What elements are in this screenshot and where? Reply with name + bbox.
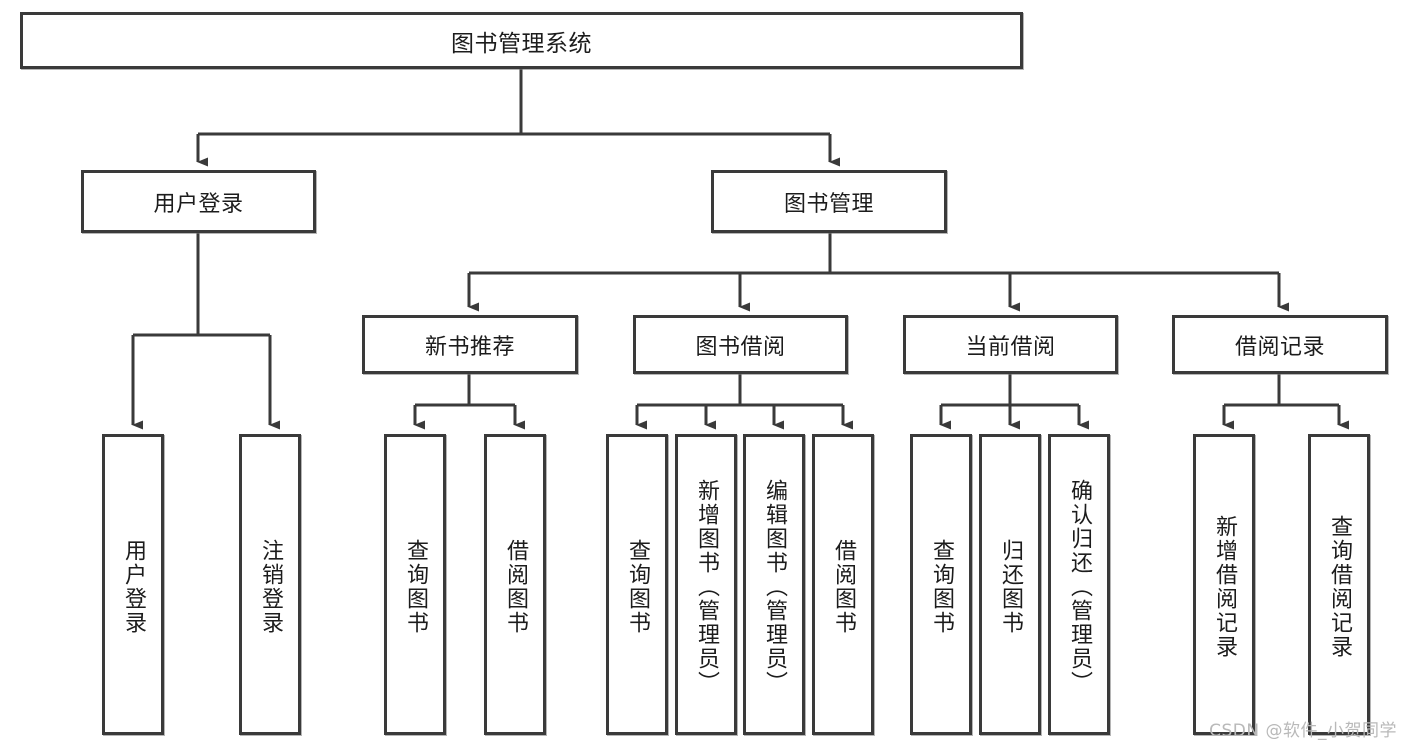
node-user-login[interactable]: 用户登录 xyxy=(81,170,316,233)
leaf-query-book-newbook-label: 查询图书 xyxy=(403,538,428,635)
leaf-add-book-admin[interactable]: 新增图书（管理员） xyxy=(675,434,737,735)
leaf-user-login-label: 用户登录 xyxy=(121,538,146,635)
leaf-confirm-return-admin[interactable]: 确认归还（管理员） xyxy=(1048,434,1110,735)
leaf-borrow-book-borrowing-label: 借阅图书 xyxy=(831,538,856,635)
leaf-query-borrow-record[interactable]: 查询借阅记录 xyxy=(1308,434,1370,735)
leaf-query-book-borrowing-label: 查询图书 xyxy=(625,538,650,635)
leaf-query-book-current-label: 查询图书 xyxy=(929,538,954,635)
node-new-book-recommendation-label: 新书推荐 xyxy=(424,334,515,360)
node-user-login-label: 用户登录 xyxy=(153,191,244,217)
leaf-user-login[interactable]: 用户登录 xyxy=(102,434,164,735)
leaf-query-book-current[interactable]: 查询图书 xyxy=(910,434,972,735)
leaf-borrow-book-newbook-label: 借阅图书 xyxy=(503,538,528,635)
leaf-borrow-book-newbook[interactable]: 借阅图书 xyxy=(484,434,546,735)
leaf-logout-label: 注销登录 xyxy=(258,538,283,635)
leaf-return-book-label: 归还图书 xyxy=(998,538,1023,635)
leaf-query-borrow-record-label: 查询借阅记录 xyxy=(1327,514,1352,659)
node-book-management-label: 图书管理 xyxy=(783,191,874,217)
leaf-query-book-borrowing[interactable]: 查询图书 xyxy=(606,434,668,735)
leaf-add-book-admin-label: 新增图书（管理员） xyxy=(694,478,719,695)
leaf-edit-book-admin-label: 编辑图书（管理员） xyxy=(762,478,787,695)
node-current-borrowing-label: 当前借阅 xyxy=(965,334,1056,360)
node-book-management[interactable]: 图书管理 xyxy=(711,170,947,233)
leaf-add-borrow-record[interactable]: 新增借阅记录 xyxy=(1193,434,1255,735)
node-borrowing-record-label: 借阅记录 xyxy=(1234,334,1325,360)
leaf-borrow-book-borrowing[interactable]: 借阅图书 xyxy=(812,434,874,735)
leaf-return-book[interactable]: 归还图书 xyxy=(979,434,1041,735)
node-root-book-management-system[interactable]: 图书管理系统 xyxy=(20,12,1023,69)
node-root-label: 图书管理系统 xyxy=(451,30,592,57)
leaf-confirm-return-admin-label: 确认归还（管理员） xyxy=(1067,478,1092,695)
node-book-borrowing-label: 图书借阅 xyxy=(695,334,786,360)
node-new-book-recommendation[interactable]: 新书推荐 xyxy=(362,315,578,374)
leaf-edit-book-admin[interactable]: 编辑图书（管理员） xyxy=(743,434,805,735)
node-current-borrowing[interactable]: 当前借阅 xyxy=(903,315,1118,374)
node-borrowing-record[interactable]: 借阅记录 xyxy=(1172,315,1388,374)
leaf-logout[interactable]: 注销登录 xyxy=(239,434,301,735)
leaf-add-borrow-record-label: 新增借阅记录 xyxy=(1212,514,1237,659)
watermark-text: CSDN @软件_小贺同学 xyxy=(1209,721,1397,741)
leaf-query-book-newbook[interactable]: 查询图书 xyxy=(384,434,446,735)
node-book-borrowing[interactable]: 图书借阅 xyxy=(633,315,848,374)
